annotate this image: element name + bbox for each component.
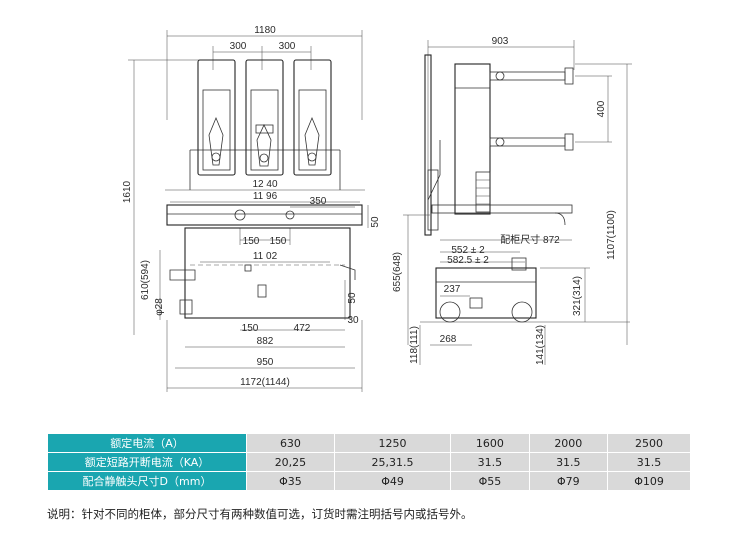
dim-400: 400 <box>596 100 607 117</box>
dim-472: 472 <box>294 323 311 334</box>
dim-150-a: 150 <box>243 236 260 247</box>
table-row: 配合静触头尺寸D（mm） Φ35 Φ49 Φ55 Φ79 Φ109 <box>47 471 691 491</box>
table-cell: 630 <box>246 433 335 453</box>
table-cell: 31.5 <box>607 452 691 472</box>
dim-321: 321(314) <box>572 276 583 316</box>
dim-552: 552 ± 2 <box>451 245 485 256</box>
dim-950: 950 <box>257 357 274 368</box>
dim-phi28: φ28 <box>154 298 165 316</box>
table-cell: 2000 <box>528 433 609 453</box>
table-cell: Φ35 <box>246 471 335 491</box>
dim-300-right: 300 <box>279 41 296 52</box>
front-view: 1180 300 300 1610 12 40 11 96 <box>122 25 381 392</box>
table-cell: 20,25 <box>246 452 335 472</box>
table-cell: Φ55 <box>450 471 530 491</box>
side-view: 903 400 1107(1100) 配柜尺寸 872 <box>392 36 632 365</box>
dim-5825: 582.5 ± 2 <box>447 255 489 266</box>
table-cell: Φ79 <box>528 471 609 491</box>
dim-50-side: 50 <box>347 292 358 304</box>
row-header-rated-current: 额定电流（A） <box>47 433 247 453</box>
row-header-breaking-current: 额定短路开断电流（KA） <box>47 452 247 472</box>
dim-268: 268 <box>440 334 457 345</box>
table-cell: 31.5 <box>450 452 530 472</box>
table-cell: Φ109 <box>607 471 691 491</box>
dim-903: 903 <box>492 36 509 47</box>
table-cell: 2500 <box>607 433 691 453</box>
spec-table: 额定电流（A） 630 1250 1600 2000 2500 额定短路开断电流… <box>47 433 691 491</box>
dim-1240: 12 40 <box>252 179 277 190</box>
dim-1180: 1180 <box>254 25 276 36</box>
dim-150-b: 150 <box>270 236 287 247</box>
dim-1107: 1107(1100) <box>606 210 617 260</box>
dim-50-top: 50 <box>370 216 381 228</box>
row-header-contact-size: 配合静触头尺寸D（mm） <box>47 471 247 491</box>
dim-1102: 11 02 <box>253 251 278 262</box>
dim-1610: 1610 <box>122 180 133 203</box>
table-cell: 1600 <box>450 433 530 453</box>
dim-350: 350 <box>310 196 327 207</box>
dim-610: 610(594) <box>140 260 151 300</box>
dim-300-left: 300 <box>230 41 247 52</box>
dim-141: 141(134) <box>535 325 546 365</box>
dim-118: 118(111) <box>409 326 420 364</box>
dim-cabinet-872: 配柜尺寸 872 <box>500 233 560 246</box>
table-row: 额定电流（A） 630 1250 1600 2000 2500 <box>47 433 691 453</box>
dim-655: 655(648) <box>392 252 403 292</box>
table-row: 额定短路开断电流（KA） 20,25 25,31.5 31.5 31.5 31.… <box>47 452 691 472</box>
dim-150-c: 150 <box>242 323 259 334</box>
dim-30: 30 <box>347 315 359 326</box>
table-cell: 31.5 <box>528 452 609 472</box>
dim-1196: 11 96 <box>253 191 278 202</box>
dim-1172: 1172(1144) <box>240 377 290 388</box>
technical-drawing: 1180 300 300 1610 12 40 11 96 <box>122 25 632 392</box>
table-cell: Φ49 <box>333 471 452 491</box>
table-cell: 25,31.5 <box>333 452 452 472</box>
footnote: 说明：针对不同的柜体，部分尺寸有两种数值可选，订货时需注明括号内或括号外。 <box>47 507 473 521</box>
dim-237: 237 <box>444 284 461 295</box>
table-cell: 1250 <box>333 433 452 453</box>
dim-882: 882 <box>257 336 274 347</box>
